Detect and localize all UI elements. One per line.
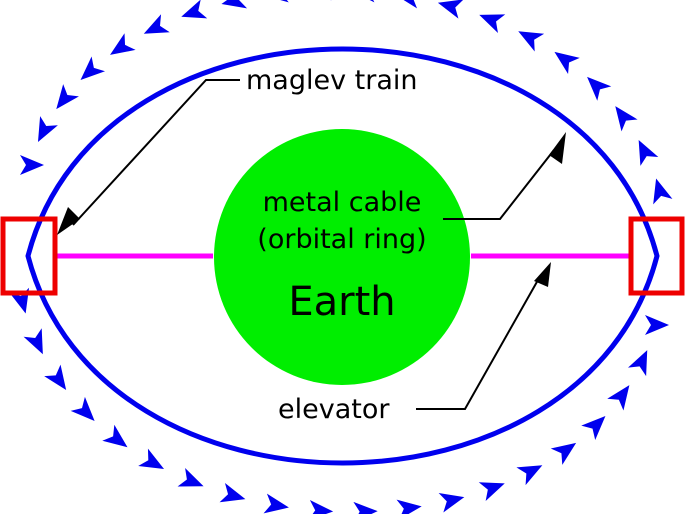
station-box-left xyxy=(0,216,58,296)
flow-chevron-icon xyxy=(394,0,421,9)
maglev-train-label: maglev train xyxy=(246,65,418,96)
elevator-label: elevator xyxy=(278,394,390,425)
flow-arrows-top xyxy=(20,0,673,205)
flow-chevron-icon xyxy=(353,501,378,514)
orbital-ring-path xyxy=(25,46,660,466)
flow-chevron-icon xyxy=(143,14,170,34)
flow-chevron-icon xyxy=(56,84,79,110)
flow-chevron-icon xyxy=(102,424,128,448)
flow-chevron-icon xyxy=(518,31,545,52)
leader-lines xyxy=(72,79,555,410)
flow-chevron-icon xyxy=(516,465,543,486)
flow-chevron-icon xyxy=(638,139,659,166)
elevator-leader-line xyxy=(416,279,539,410)
flow-chevron-icon xyxy=(396,499,422,514)
flow-chevron-icon xyxy=(110,33,136,55)
flow-chevron-icon xyxy=(138,448,165,470)
flow-chevron-icon xyxy=(351,0,376,3)
flow-chevron-icon xyxy=(221,0,248,9)
flow-chevron-icon xyxy=(478,482,505,502)
maglev-leader-line xyxy=(72,79,240,226)
flow-chevron-icon xyxy=(581,416,606,440)
flow-chevron-icon xyxy=(653,178,673,205)
flow-chevron-icon xyxy=(308,499,334,514)
earth-label: Earth xyxy=(288,279,395,325)
flow-chevron-icon xyxy=(37,116,58,143)
station-box-right xyxy=(628,216,685,296)
flow-chevron-icon xyxy=(219,482,246,503)
flow-chevron-icon xyxy=(263,493,289,514)
flow-chevron-icon xyxy=(628,350,648,377)
cable-leader-line xyxy=(443,149,555,220)
cable-arrowhead-icon xyxy=(549,132,566,164)
flow-chevron-icon xyxy=(181,0,208,19)
flow-chevron-icon xyxy=(70,396,95,421)
flow-chevron-icon xyxy=(645,315,669,335)
flow-chevron-icon xyxy=(479,14,506,33)
elevator-arrowhead-icon xyxy=(534,262,551,287)
flow-chevron-icon xyxy=(554,51,580,75)
earth-circle xyxy=(214,129,470,385)
flow-chevron-icon xyxy=(438,493,465,513)
flow-chevron-icon xyxy=(80,56,106,81)
flow-chevron-icon xyxy=(615,106,638,132)
flow-chevron-icon xyxy=(587,76,612,101)
leader-arrowheads xyxy=(57,132,566,287)
metal-cable-label: metal cable xyxy=(263,187,422,218)
flow-chevron-icon xyxy=(437,0,464,19)
flow-chevron-icon xyxy=(307,0,332,1)
flow-chevron-icon xyxy=(263,0,289,3)
flow-chevron-icon xyxy=(177,467,204,487)
flow-chevron-icon xyxy=(607,385,630,411)
flow-chevron-icon xyxy=(550,442,577,465)
flow-chevron-icon xyxy=(44,364,67,391)
orbital-ring-label: (orbital ring) xyxy=(257,224,426,255)
maglev-arrowhead-icon xyxy=(57,207,80,235)
flow-chevron-icon xyxy=(23,328,43,355)
flow-chevron-icon xyxy=(20,155,44,175)
flow-arrows-bottom xyxy=(9,287,669,514)
